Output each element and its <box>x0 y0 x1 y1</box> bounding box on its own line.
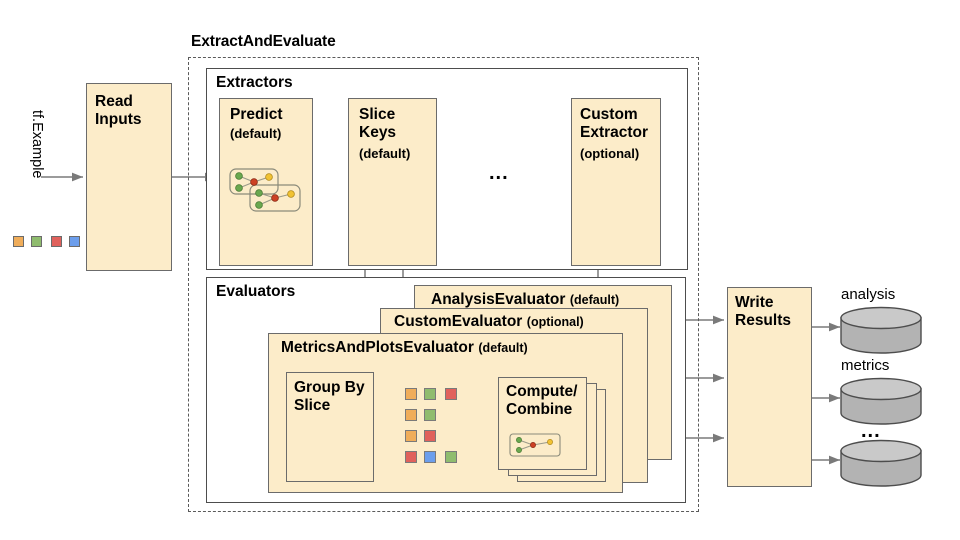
evaluator-card-heading: AnalysisEvaluator (default) <box>431 291 619 309</box>
input-stream-label: tf.Example <box>29 110 45 179</box>
slice-chip <box>405 388 417 400</box>
extractor-node-title: Custom Extractor <box>580 106 649 141</box>
output-label-metrics: metrics <box>841 357 890 374</box>
input-chip <box>51 236 62 247</box>
read-inputs-box[interactable]: Read Inputs <box>86 83 172 271</box>
output-label-analysis: analysis <box>841 286 896 303</box>
slice-chip <box>445 451 457 463</box>
evaluator-card-title: AnalysisEvaluator <box>431 291 566 308</box>
evaluator-card-title: MetricsAndPlotsEvaluator <box>281 339 474 356</box>
input-chip <box>31 236 42 247</box>
extractor-node-sub: (optional) <box>580 146 640 161</box>
slice-chip <box>424 388 436 400</box>
input-chip-row <box>13 236 83 250</box>
write-results-label: Write Results <box>735 294 791 329</box>
extractor-node-title: Predict <box>230 106 283 123</box>
evaluator-card-heading: CustomEvaluator (optional) <box>394 313 584 331</box>
compute-combine-label: Compute/ Combine <box>506 383 578 418</box>
slice-chip <box>405 409 417 421</box>
output-cylinder-more <box>840 439 922 487</box>
extractors-ellipsis: ... <box>489 162 509 184</box>
compute-combine-box[interactable]: Compute/ Combine <box>498 377 587 470</box>
extractor-node-title: Slice Keys <box>359 106 397 141</box>
evaluator-card-metrics-and-plots[interactable]: MetricsAndPlotsEvaluator (default) Group… <box>268 333 623 493</box>
evaluator-card-title: CustomEvaluator <box>394 313 523 330</box>
output-label-more: ... <box>861 420 881 442</box>
slice-chip <box>424 430 436 442</box>
read-inputs-label: Read Inputs <box>95 93 142 128</box>
extract-and-evaluate-title: ExtractAndEvaluate <box>191 33 336 50</box>
output-cylinder-metrics <box>840 377 922 425</box>
graph-glyph-icon <box>509 433 561 457</box>
slice-chip <box>445 388 457 400</box>
group-by-slice-box[interactable]: Group By Slice <box>286 372 374 482</box>
extractor-node-custom[interactable]: Custom Extractor (optional) <box>571 98 661 266</box>
slice-chip <box>424 451 436 463</box>
extract-and-evaluate-group <box>188 57 699 512</box>
graph-glyph-icon <box>229 168 301 212</box>
group-by-slice-label: Group By Slice <box>294 379 365 414</box>
input-chip <box>13 236 24 247</box>
extractor-node-sub: (default) <box>359 146 411 161</box>
input-chip <box>69 236 80 247</box>
extractor-node-predict[interactable]: Predict (default) <box>219 98 313 266</box>
slice-chip <box>424 409 436 421</box>
evaluator-card-sub: (default) <box>478 341 528 355</box>
output-cylinder-analysis <box>840 306 922 354</box>
slice-chip <box>405 451 417 463</box>
write-results-box[interactable]: Write Results <box>727 287 812 487</box>
evaluator-card-heading: MetricsAndPlotsEvaluator (default) <box>281 339 528 357</box>
slice-chip-grid <box>405 388 467 470</box>
evaluator-card-sub: (default) <box>569 293 620 307</box>
slice-chip <box>405 430 417 442</box>
evaluator-card-sub: (optional) <box>526 315 584 329</box>
extractor-node-slice-keys[interactable]: Slice Keys (default) <box>348 98 437 266</box>
evaluators-label: Evaluators <box>216 283 296 300</box>
extractors-label: Extractors <box>216 74 293 91</box>
extractor-node-sub: (default) <box>230 126 282 141</box>
